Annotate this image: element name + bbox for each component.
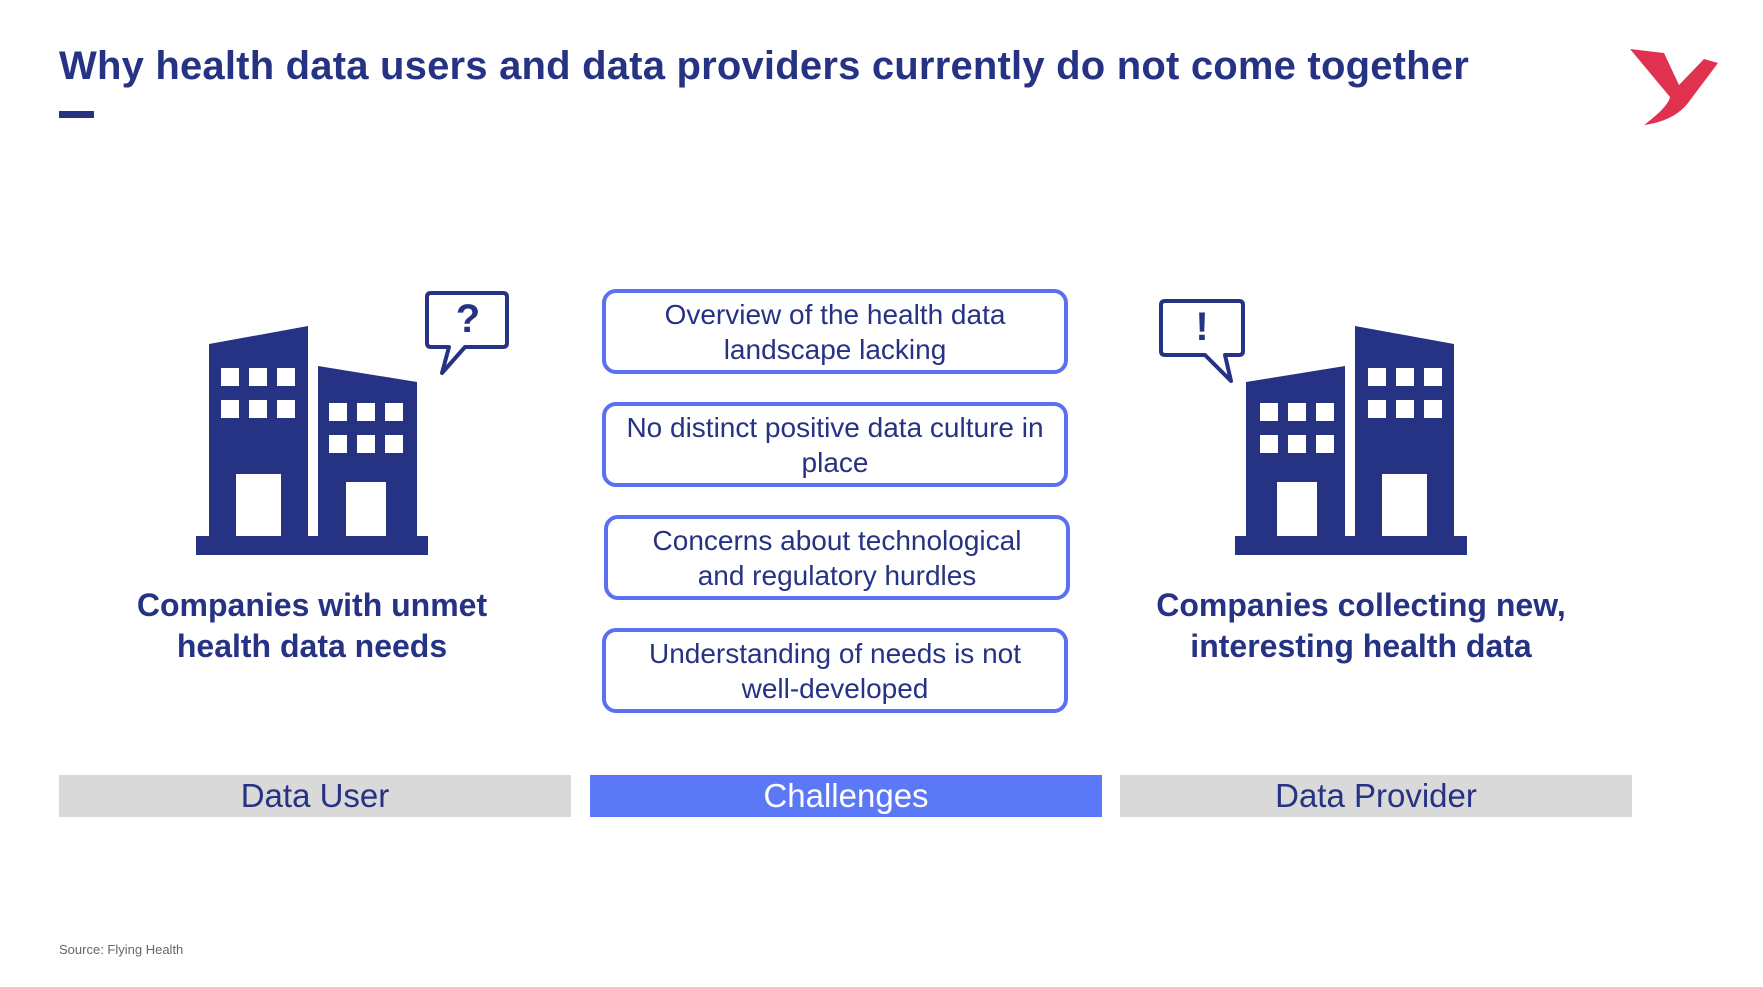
data-user-bar: Data User — [59, 775, 571, 817]
challenges-bar: Challenges — [590, 775, 1102, 817]
challenge-box-4: Understanding of needs is not well-devel… — [602, 628, 1068, 713]
data-user-description: Companies with unmet health data needs — [136, 587, 488, 664]
building-icon-left — [196, 326, 428, 555]
page-title: Why health data users and data providers… — [59, 44, 1470, 88]
data-provider-bar: Data Provider — [1120, 775, 1632, 817]
brand-y-logo-icon — [1630, 49, 1718, 125]
speech-bubble-exclamation-icon: ! — [1159, 298, 1245, 384]
data-provider-description: Companies collecting new, interesting he… — [1156, 587, 1566, 664]
building-icon-right — [1235, 326, 1467, 555]
challenge-box-1: Overview of the health data landscape la… — [602, 289, 1068, 374]
challenge-box-2: No distinct positive data culture in pla… — [602, 402, 1068, 487]
speech-bubble-question-icon: ? — [425, 290, 511, 376]
exclamation-mark-icon: ! — [1195, 305, 1209, 349]
challenge-box-3: Concerns about technological and regulat… — [604, 515, 1070, 600]
question-mark-icon: ? — [455, 297, 481, 341]
source-note: Source: Flying Health — [59, 942, 184, 957]
title-underline — [59, 111, 94, 118]
